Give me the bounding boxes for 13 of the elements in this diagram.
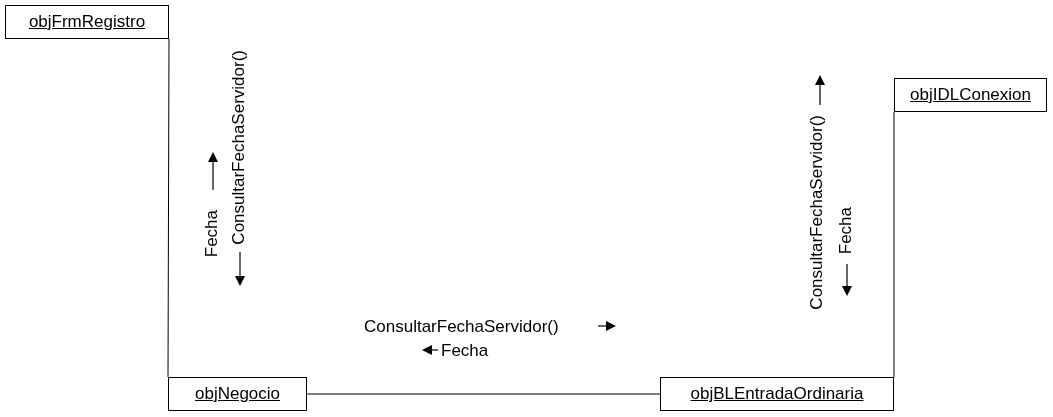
object-box: objFrmRegistro <box>5 5 169 39</box>
message-label: Fecha <box>441 342 489 359</box>
message-label: Fecha <box>203 210 220 258</box>
object-box: objNegocio <box>168 377 307 411</box>
link-line <box>167 38 170 378</box>
link-line <box>306 393 661 395</box>
message-label: Fecha <box>837 207 854 255</box>
object-box: objIDLConexion <box>894 78 1047 112</box>
message-label: ConsultarFechaServidor() <box>808 115 825 310</box>
link-line <box>893 111 895 378</box>
message-label: ConsultarFechaServidor() <box>230 50 247 245</box>
object-box: objBLEntradaOrdinaria <box>660 377 894 411</box>
message-label: ConsultarFechaServidor() <box>364 318 559 335</box>
